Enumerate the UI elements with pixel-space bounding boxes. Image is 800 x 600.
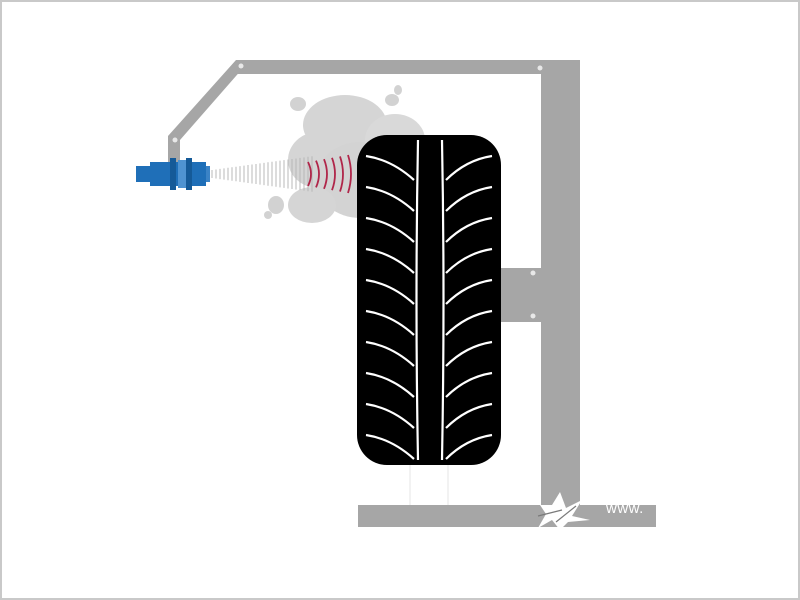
bracket-diagonal-arm	[168, 60, 250, 162]
bolt	[530, 313, 536, 319]
ultrasonic-sensor-icon	[136, 158, 210, 190]
tread-groove-left	[365, 154, 415, 181]
tread-groove-right	[445, 216, 493, 243]
tread-groove-right	[445, 247, 493, 274]
tire-body	[357, 135, 501, 465]
sound-wave-arc	[331, 157, 336, 191]
tread-groove-left	[365, 309, 415, 336]
tread-groove-left	[365, 340, 415, 367]
bolt	[537, 65, 543, 71]
tread-groove-right	[445, 433, 493, 460]
tread-groove-right	[445, 185, 493, 212]
sound-wave-arc	[323, 158, 328, 190]
bolt	[172, 137, 178, 143]
bracket-vertical-post	[541, 60, 580, 508]
bolt	[530, 270, 536, 276]
bracket-top-bar	[236, 60, 580, 74]
axle-holder	[496, 268, 546, 322]
sound-wave-arc	[315, 160, 320, 188]
tread-groove-left	[365, 278, 415, 305]
sound-wave-arc	[339, 156, 344, 192]
sound-waves-icon	[307, 154, 352, 194]
base-plate	[358, 492, 656, 530]
tread-groove-left	[365, 402, 415, 429]
tread-groove-left	[365, 371, 415, 398]
tread-groove-right	[445, 154, 493, 181]
break-spark-icon	[538, 492, 590, 530]
tire-icon	[357, 135, 501, 465]
sound-wave-arc	[307, 161, 312, 187]
mounting-bracket	[168, 60, 580, 508]
tread-groove-right	[445, 371, 493, 398]
watermark-text: www.	[606, 500, 644, 517]
bolt	[238, 63, 244, 69]
tread-groove-left	[365, 185, 415, 212]
tread-groove-left	[365, 247, 415, 274]
tread-groove-left	[365, 216, 415, 243]
tread-groove-right	[445, 309, 493, 336]
sound-wave-arc	[347, 154, 352, 194]
tread-groove-right	[445, 278, 493, 305]
ground-bar	[358, 505, 656, 527]
tread-groove-left	[365, 433, 415, 460]
tire-tread	[365, 139, 493, 461]
tread-groove-right	[445, 402, 493, 429]
tread-groove-right	[445, 340, 493, 367]
